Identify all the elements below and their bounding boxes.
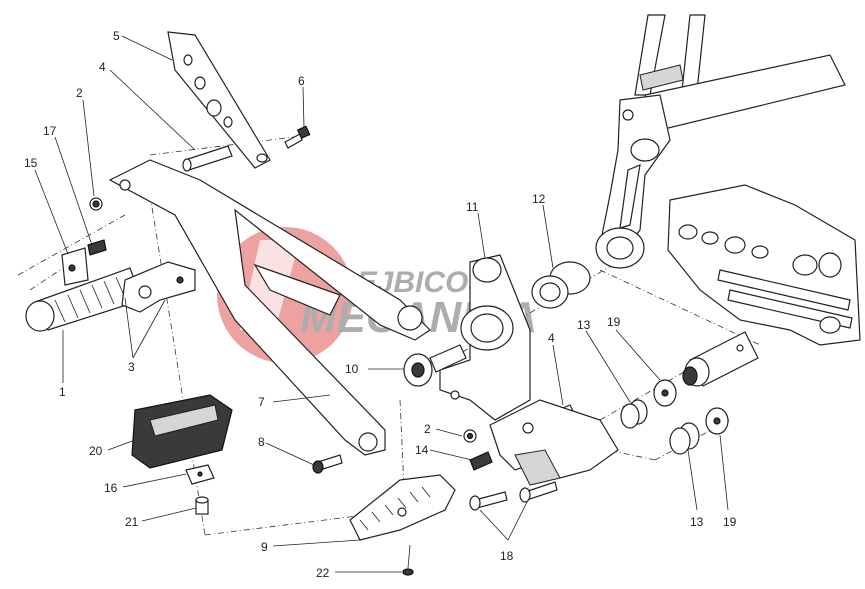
part-2-nut-left bbox=[89, 197, 103, 211]
callout-15: 15 bbox=[24, 156, 38, 170]
frame-bracket bbox=[595, 94, 671, 269]
callout-19-lower: 19 bbox=[723, 515, 737, 529]
part-8-bolt bbox=[312, 454, 343, 474]
callout-5: 5 bbox=[113, 29, 120, 43]
callout-8: 8 bbox=[258, 435, 265, 449]
callout-1: 1 bbox=[59, 385, 66, 399]
callout-19-upper: 19 bbox=[607, 315, 621, 329]
part-15-clip bbox=[61, 247, 89, 286]
callout-12: 12 bbox=[532, 192, 546, 206]
callout-14: 14 bbox=[415, 443, 429, 457]
callout-3: 3 bbox=[128, 360, 135, 374]
callout-21: 21 bbox=[125, 515, 139, 529]
footpeg-hinge-bracket bbox=[489, 399, 619, 486]
callout-2-upper: 2 bbox=[76, 86, 83, 100]
callout-9: 9 bbox=[261, 540, 268, 554]
part-21-spacer bbox=[195, 496, 209, 515]
part-4-pin-left bbox=[182, 145, 233, 172]
callout-2-center: 2 bbox=[424, 422, 431, 436]
callout-16: 16 bbox=[104, 481, 118, 495]
part-19-washer-lower bbox=[705, 407, 729, 435]
callout-13-upper: 13 bbox=[577, 318, 591, 332]
part-14-spring bbox=[469, 451, 493, 471]
callout-4-upper: 4 bbox=[99, 60, 106, 74]
callout-6: 6 bbox=[298, 74, 305, 88]
part-2-nut-center bbox=[463, 429, 477, 443]
engine-case bbox=[667, 184, 861, 346]
callout-labels: 5 4 6 2 17 15 3 1 11 12 13 19 4 2 14 10 … bbox=[24, 29, 737, 580]
callout-4-center: 4 bbox=[548, 331, 555, 345]
part-13-spacer-lower bbox=[669, 422, 700, 455]
part-17-spring bbox=[87, 239, 107, 256]
part-11-linkage bbox=[439, 254, 531, 421]
callout-7: 7 bbox=[258, 395, 265, 409]
callout-13-lower: 13 bbox=[690, 515, 704, 529]
part-12-bushing bbox=[531, 261, 591, 309]
leader-lines bbox=[34, 35, 729, 573]
callout-22: 22 bbox=[316, 566, 330, 580]
callout-11: 11 bbox=[466, 200, 479, 214]
part-22-screw bbox=[402, 544, 414, 576]
part-9-footpeg-serrated bbox=[349, 474, 456, 541]
shock-shaft bbox=[682, 331, 759, 387]
part-16-plate bbox=[185, 464, 215, 485]
part-13-spacer-upper bbox=[620, 399, 648, 429]
part-20-rubber-insert bbox=[131, 394, 233, 469]
callout-20: 20 bbox=[89, 444, 103, 458]
callout-10: 10 bbox=[345, 362, 359, 376]
part-10-pivot-bolt bbox=[403, 344, 467, 387]
part-5-heel-guard bbox=[167, 31, 271, 169]
part-3-footpeg-bracket bbox=[121, 261, 196, 313]
part-19-washer-upper bbox=[653, 379, 677, 407]
part-6-bolt bbox=[284, 125, 311, 149]
part-7-rear-set-plate bbox=[108, 159, 431, 456]
part-18-bolts bbox=[469, 481, 558, 511]
frame-tubes bbox=[634, 14, 846, 131]
callout-17: 17 bbox=[43, 124, 57, 138]
callout-18: 18 bbox=[500, 549, 514, 563]
